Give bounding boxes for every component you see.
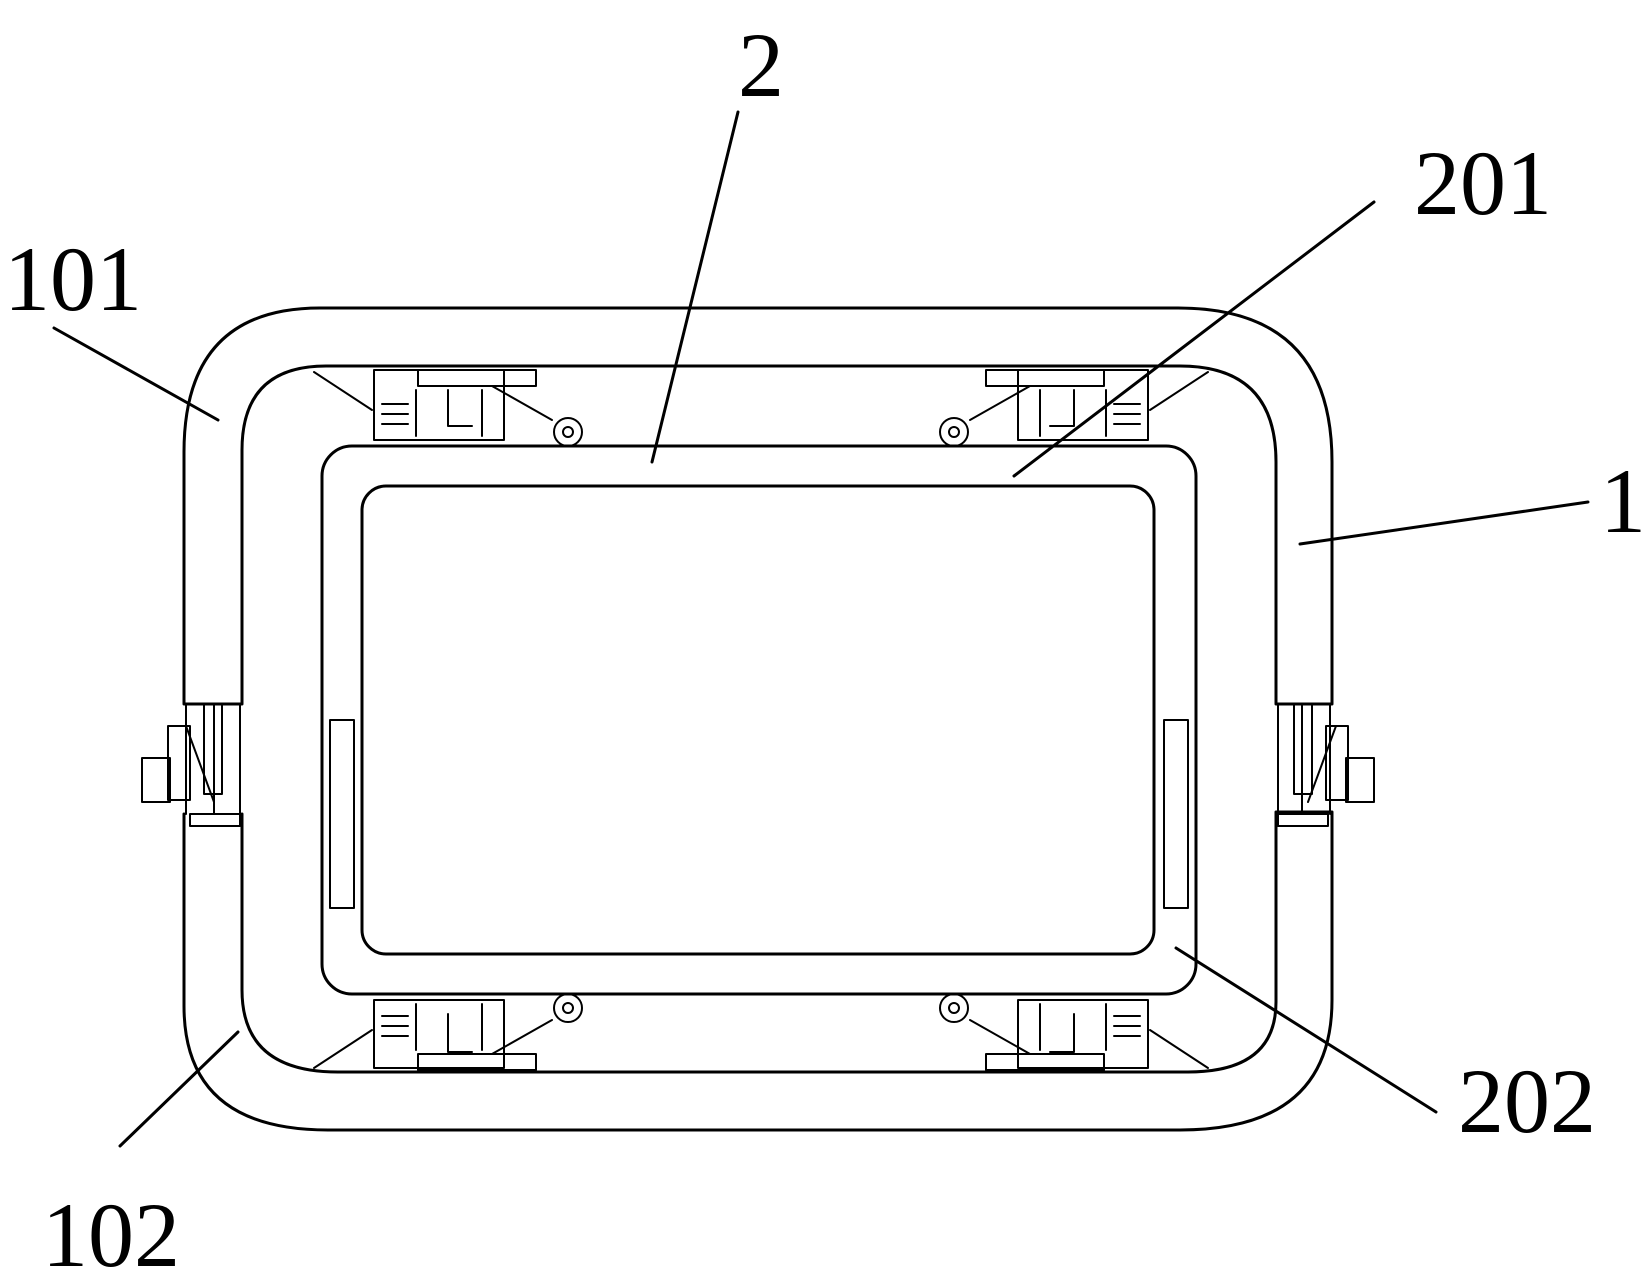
top-left-clamp [314,370,582,446]
inner-frame-outer [322,446,1196,994]
inner-frame-inner [362,486,1154,954]
leader-2 [652,112,738,462]
leader-102 [120,1032,238,1146]
outer-frame-outline [184,308,1332,704]
left-hinge-assembly [142,704,240,826]
right-hinge-assembly [1278,704,1374,826]
label-202: 202 [1458,1050,1596,1152]
label-101: 101 [4,228,142,330]
label-102: 102 [42,1184,180,1274]
top-right-clamp [940,370,1208,446]
label-1: 1 [1600,450,1646,552]
bottom-left-clamp [314,994,582,1070]
left-slot [330,720,354,908]
right-slot [1164,720,1188,908]
leader-101 [54,328,218,420]
outer-frame-bottom [184,812,1332,1130]
bottom-right-clamp [940,994,1208,1070]
label-2: 2 [738,14,784,116]
leader-1 [1300,502,1588,544]
label-201: 201 [1414,132,1552,234]
leader-201 [1014,202,1374,476]
